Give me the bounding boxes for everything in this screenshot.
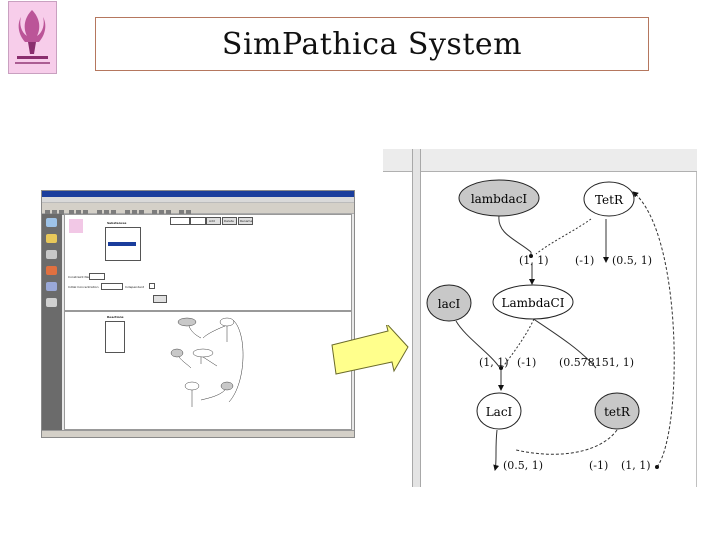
graph-edge [531, 317, 597, 369]
logo-crest-icon [15, 10, 50, 64]
substances-list[interactable] [105, 227, 141, 261]
node-TetR[interactable]: TetR [583, 181, 635, 217]
graph-edge [493, 429, 500, 471]
left-sidebar [42, 214, 62, 431]
graph-edge [535, 218, 592, 255]
edge-labels: (1, 1) (-1) (0.5, 1) (1, 1) (-1) (0.5781… [479, 254, 652, 472]
independent-label: Independent [125, 285, 145, 289]
node-label: tetR [604, 405, 631, 419]
node-label: TetR [595, 193, 624, 207]
pathway-graph-view: lambdacI TetR lacI LambdaCI LacI tetR [383, 149, 697, 487]
toolbar [42, 203, 354, 215]
edge-label: (0.5, 1) [503, 459, 543, 472]
title-box: SimPathica System [95, 17, 649, 71]
node-label: LambdaCI [502, 296, 565, 310]
junction-dot [655, 465, 659, 469]
initial-concentration-field[interactable] [101, 283, 123, 290]
slide-title: SimPathica System [221, 26, 523, 62]
edge-label: (0.5, 1) [612, 254, 652, 267]
window-titlebar [42, 191, 354, 197]
graph-edge [515, 429, 618, 455]
application-screenshot: Substances Add Delete Rename Constraint … [41, 190, 355, 438]
reactions-panel: Reactions [64, 311, 352, 430]
edge-label: (-1) [517, 356, 536, 369]
sidebar-icon[interactable] [46, 234, 57, 243]
status-bar [42, 430, 354, 437]
selected-item[interactable] [108, 242, 136, 246]
arrow-right-icon [331, 325, 409, 375]
logo-thumbnail [69, 219, 83, 233]
type-select[interactable] [170, 217, 190, 225]
reactions-list[interactable] [105, 321, 125, 353]
junction-dots [499, 254, 659, 469]
pathway-graph: lambdacI TetR lacI LambdaCI LacI tetR [426, 179, 675, 472]
graph-edges [455, 191, 675, 471]
university-logo [8, 1, 57, 74]
edge-label: (-1) [589, 459, 608, 472]
node-tetR[interactable]: tetR [594, 392, 640, 430]
node-label: LacI [486, 405, 513, 419]
node-lambdacI[interactable]: lambdacI [458, 179, 540, 217]
junction-dot [529, 254, 533, 258]
reactions-label: Reactions [107, 315, 124, 319]
sidebar-icon[interactable] [46, 250, 57, 259]
toolbar-icons [45, 210, 191, 215]
graph-edge [498, 215, 532, 253]
delete-button[interactable]: Delete [222, 217, 237, 225]
graph-edge [632, 191, 675, 468]
independent-checkbox[interactable] [149, 283, 155, 289]
junction-dot [499, 366, 503, 370]
node-label: lacI [438, 297, 461, 311]
initial-concentration-label: Initial Concentration [68, 285, 99, 289]
add-button[interactable]: Add [206, 217, 221, 225]
graph-frame-top [383, 149, 697, 172]
graph-canvas: lambdacI TetR lacI LambdaCI LacI tetR [421, 172, 697, 487]
mini-graph [170, 317, 244, 407]
edge-label: (1, 1) [519, 254, 549, 267]
edge-label: (0.578151, 1) [559, 356, 634, 369]
menu-bar [42, 197, 354, 203]
arrow-shape [331, 325, 409, 375]
ok-button[interactable] [153, 295, 167, 303]
edge-label: (1, 1) [479, 356, 509, 369]
node-lacI[interactable]: lacI [426, 284, 472, 322]
substances-panel: Substances Add Delete Rename Constraint … [64, 214, 352, 311]
node-LambdaCI[interactable]: LambdaCI [492, 284, 574, 320]
graph-frame-left [412, 149, 421, 487]
constraint-name-label: Constraint Name [68, 275, 94, 279]
sidebar-icon[interactable] [46, 282, 57, 291]
value-field[interactable] [190, 217, 206, 225]
sidebar-icon[interactable] [46, 266, 57, 275]
graph-edge [455, 320, 501, 369]
edge-label: (-1) [575, 254, 594, 267]
substances-label: Substances [107, 221, 127, 225]
constraint-name-field[interactable] [89, 273, 105, 280]
node-label: lambdacI [471, 192, 528, 206]
sidebar-icon[interactable] [46, 218, 57, 227]
node-LacI[interactable]: LacI [476, 392, 522, 430]
edge-label: (1, 1) [621, 459, 651, 472]
graph-edge [501, 318, 535, 369]
rename-button[interactable]: Rename [238, 217, 253, 225]
sidebar-icon[interactable] [46, 298, 57, 307]
